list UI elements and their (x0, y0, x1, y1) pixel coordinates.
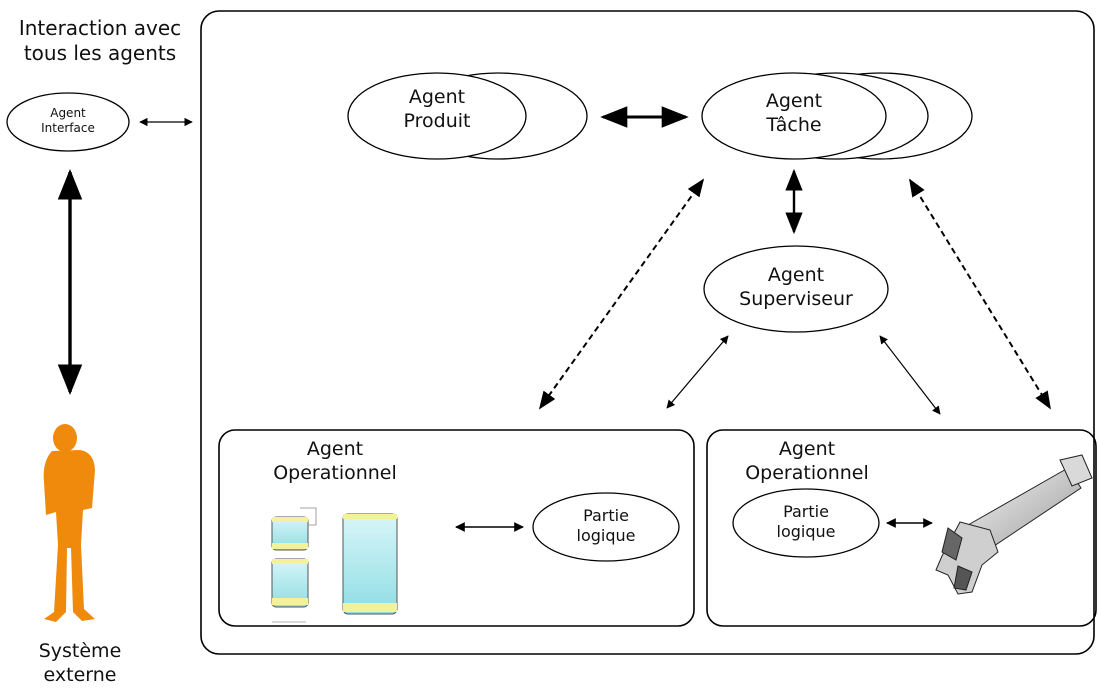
partie-logique-left-line2: logique (576, 526, 636, 545)
operational-right-line1: Agent (778, 438, 836, 460)
operational-box-right (706, 429, 1097, 627)
partie-logique-right-line2: logique (776, 522, 836, 541)
partie-logique-left-label: Partie logique (546, 506, 666, 546)
agent-superviseur-line2: Superviseur (739, 287, 853, 310)
partie-logique-right-label: Partie logique (746, 502, 866, 542)
agent-tache-label: Agent Tâche (724, 90, 864, 138)
agent-superviseur-line1: Agent (767, 264, 825, 286)
agent-produit-line1: Agent (408, 86, 466, 108)
tache-operational-left-dashed-arrow (538, 178, 705, 410)
partie-logique-right-line1: Partie (783, 502, 829, 521)
diagram-title: Interaction avec tous les agents (6, 16, 194, 66)
agent-interface-line1: Agent (50, 106, 86, 120)
agent-produit-line2: Produit (403, 109, 471, 132)
robot-gripper-icon (935, 454, 1093, 595)
agent-interface-label: Agent Interface (10, 106, 126, 136)
operational-right-label: Agent Operationnel (722, 438, 892, 486)
agent-tache-line1: Agent (765, 90, 823, 112)
agent-produit-label: Agent Produit (367, 86, 507, 134)
agent-superviseur-label: Agent Superviseur (716, 264, 876, 312)
title-line1: Interaction avec (18, 16, 182, 40)
external-system-line2: externe (43, 663, 117, 686)
partie-logique-right-ellipse (732, 488, 880, 558)
agent-tache-line2: Tâche (766, 113, 822, 136)
title-line2: tous les agents (23, 41, 177, 65)
system-boundary-box (200, 10, 1095, 655)
superviseur-operational-right-arrow (879, 335, 941, 415)
agent-interface-ellipse (6, 92, 130, 152)
operational-left-line2: Operationnel (273, 461, 397, 484)
agent-interface-line2: Interface (41, 121, 95, 135)
operational-left-label: Agent Operationnel (250, 438, 420, 486)
agent-produit-ellipse (347, 72, 527, 160)
person-silhouette-icon (43, 424, 95, 622)
operational-left-line1: Agent (306, 438, 364, 460)
tache-operational-right-dashed-arrow (909, 178, 1051, 410)
partie-logique-left-line1: Partie (583, 506, 629, 525)
external-system-label: Système externe (10, 640, 150, 688)
software-schematic-icon (271, 507, 398, 623)
agent-tache-ellipse (701, 72, 887, 160)
superviseur-operational-left-arrow (666, 335, 729, 409)
operational-right-line2: Operationnel (745, 461, 869, 484)
partie-logique-left-ellipse (532, 492, 680, 562)
operational-box-left (218, 429, 695, 627)
external-system-line1: Système (38, 640, 122, 662)
